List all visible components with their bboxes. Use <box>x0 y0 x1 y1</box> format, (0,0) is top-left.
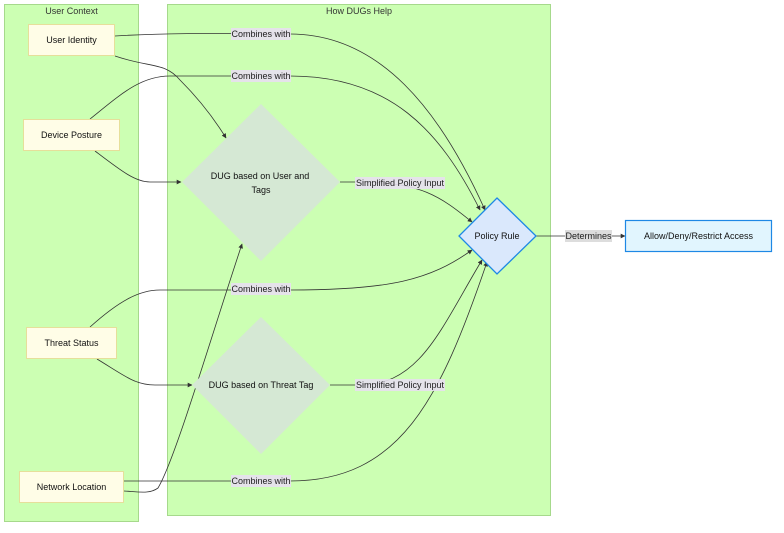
svg-text:User Identity: User Identity <box>46 35 97 45</box>
edge-user-identity-dug-user <box>114 55 227 139</box>
edge-network-location-dug-user <box>123 243 243 493</box>
cluster-title-how-dugs-help: How DUGs Help <box>326 6 392 16</box>
edge-label-simplified-policy-input: Simplified Policy Input <box>356 178 445 188</box>
edge-label-combines-with: Combines with <box>231 284 290 294</box>
cluster-title-user-context: User Context <box>45 6 98 16</box>
svg-text:Tags: Tags <box>251 185 271 195</box>
edge-label-determines: Determines <box>565 231 612 241</box>
node-dug-user-tags: DUG based on User and Tags <box>182 104 340 261</box>
svg-text:Network Location: Network Location <box>37 482 107 492</box>
node-device-posture: Device Posture <box>23 119 120 151</box>
svg-text:Device Posture: Device Posture <box>41 130 102 140</box>
node-dug-threat-tag: DUG based on Threat Tag <box>192 317 330 454</box>
svg-text:DUG based on User and: DUG based on User and <box>211 171 310 181</box>
edge-network-location-policy <box>124 261 488 482</box>
node-user-identity: User Identity <box>28 24 115 56</box>
svg-text:Allow/Deny/Restrict Access: Allow/Deny/Restrict Access <box>644 231 754 241</box>
edge-label-combines-with: Combines with <box>231 476 290 486</box>
edge-user-identity-policy <box>114 33 486 211</box>
svg-text:Threat Status: Threat Status <box>44 338 99 348</box>
edge-label-simplified-policy-input: Simplified Policy Input <box>356 380 445 390</box>
node-outcome: Allow/Deny/Restrict Access <box>624 219 773 253</box>
cluster-user-context: User Context <box>4 4 139 522</box>
edge-threat-status-policy <box>89 249 473 328</box>
svg-text:Policy Rule: Policy Rule <box>474 231 519 241</box>
edge-device-posture-dug-user <box>94 150 182 185</box>
edges <box>89 33 626 493</box>
edge-labels: Combines with Combines with Simplified P… <box>231 28 612 487</box>
node-policy-rule: Policy Rule <box>458 197 537 275</box>
node-threat-status: Threat Status <box>26 327 117 359</box>
edge-threat-status-dug-threat <box>96 358 193 388</box>
node-network-location: Network Location <box>19 471 124 503</box>
edge-label-combines-with: Combines with <box>231 29 290 39</box>
edge-label-combines-with: Combines with <box>231 71 290 81</box>
svg-text:DUG based on Threat Tag: DUG based on Threat Tag <box>209 380 314 390</box>
